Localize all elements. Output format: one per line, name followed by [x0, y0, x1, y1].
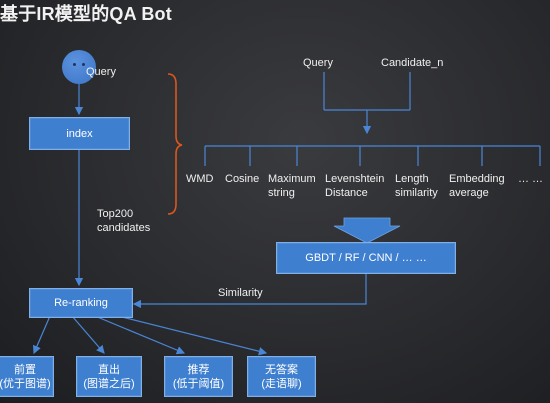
- arrow-to-output-2: [71, 315, 105, 354]
- candidate-label: Candidate_n: [381, 57, 444, 69]
- down-arrow-to-model: [333, 217, 401, 244]
- feature-wmd: WMD: [186, 173, 214, 185]
- output-box-3: 推荐(低于阈值): [164, 356, 233, 397]
- left-query-label: Query: [86, 66, 116, 78]
- top-candidates-label: Top200 candidates: [97, 208, 151, 234]
- output-box-4: 无答案(走语聊): [247, 356, 316, 397]
- index-box: index: [29, 117, 130, 150]
- diagram-title: 基于IR模型的QA Bot: [0, 4, 172, 24]
- arrow-to-output-4: [117, 315, 268, 356]
- arrow-to-output-3: [94, 315, 186, 355]
- arrow-to-output-1: [33, 315, 51, 355]
- arrow-similarity-to-reranking: [132, 273, 367, 309]
- right-query-label: Query: [303, 57, 333, 69]
- reranking-box: Re-ranking: [29, 288, 133, 318]
- model-box: GBDT / RF / CNN / … …: [276, 242, 456, 274]
- output-box-1: 前置(优于图谱): [0, 356, 54, 397]
- output-box-2: 直出(图谱之后): [76, 356, 142, 397]
- similarity-label: Similarity: [218, 287, 263, 299]
- user-face-icon: [62, 50, 96, 84]
- orange-brace: [167, 73, 183, 215]
- feature-more: … …: [518, 173, 544, 185]
- feature-cosine: Cosine: [225, 173, 260, 185]
